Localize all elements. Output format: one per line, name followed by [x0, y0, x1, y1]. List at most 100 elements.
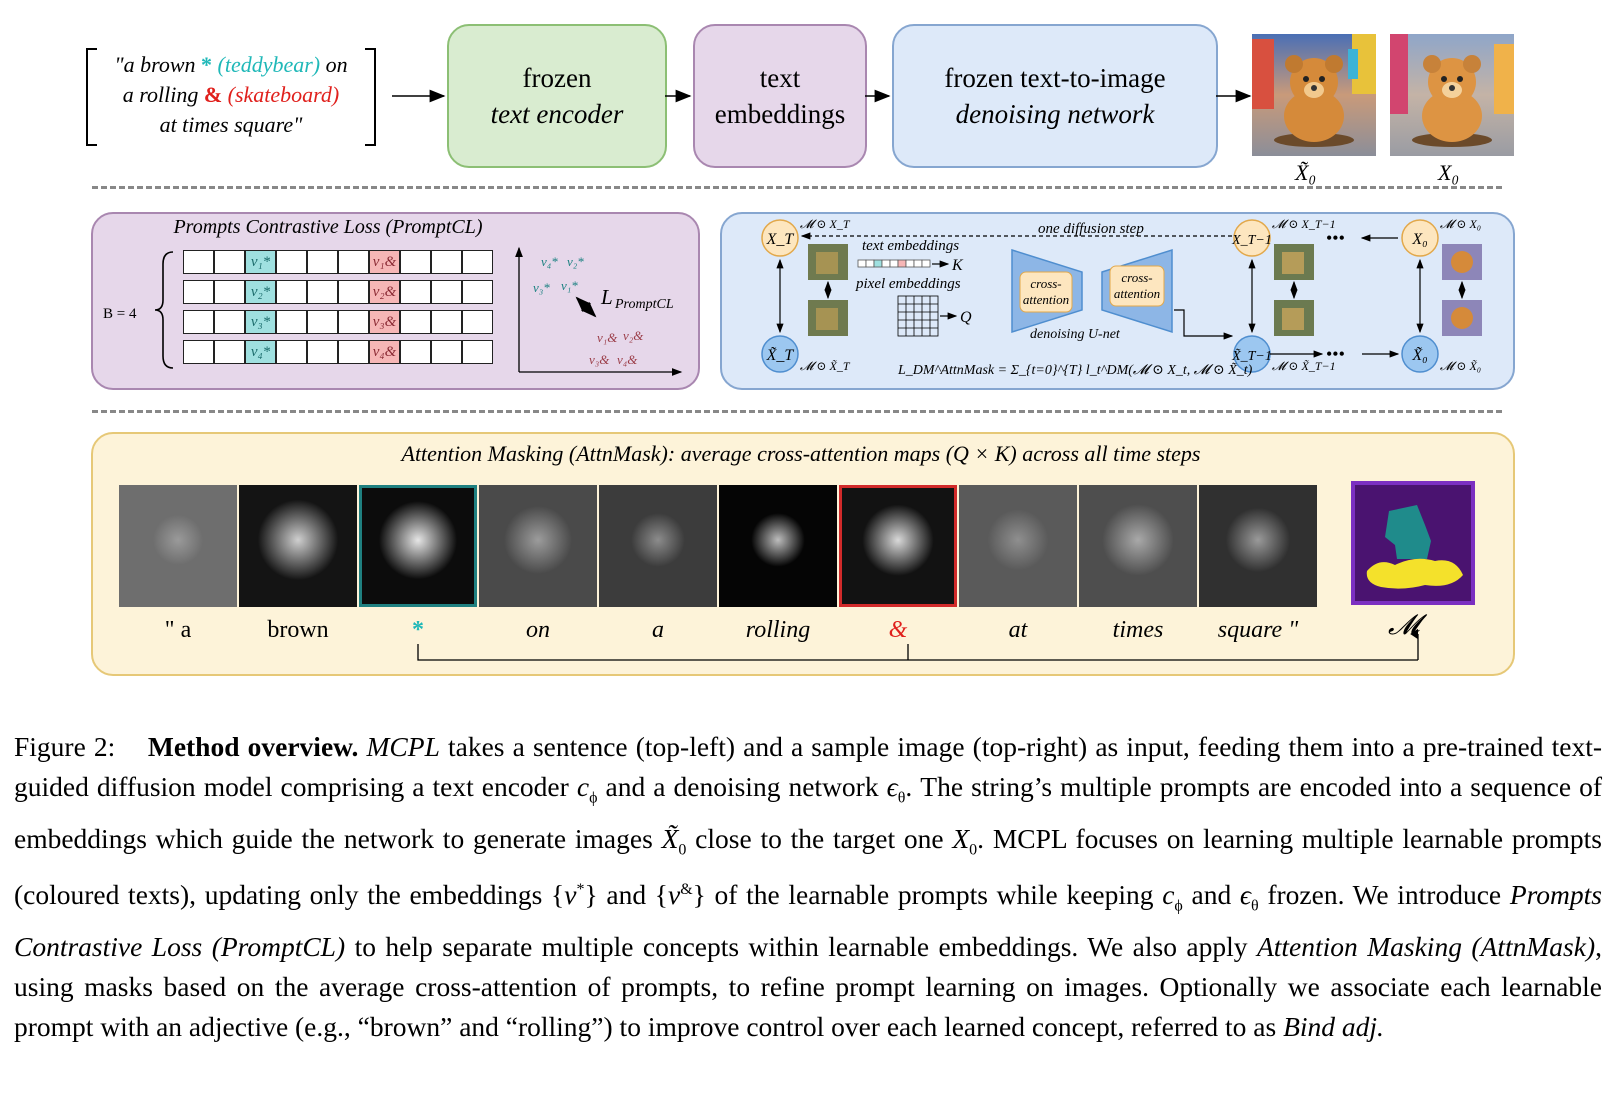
- diffusion-diagram: one diffusion step X_T X̃_T X_T−1 X̃_T−1…: [761, 217, 1482, 378]
- embedding-cell: [400, 340, 431, 364]
- embedding-cell: [214, 340, 245, 364]
- caption-x0-sub: 0: [969, 841, 978, 858]
- denoiser-label-2: denoising network: [955, 99, 1155, 129]
- embedding-cell: [400, 280, 431, 304]
- embedding-cell: [400, 250, 431, 274]
- embedding-cell: [276, 340, 307, 364]
- top-arrows: [392, 89, 1252, 103]
- prompt-line-2: a rolling & (skateboard): [122, 82, 340, 107]
- figure-number: Figure 2:: [14, 731, 116, 762]
- embedding-row: v₂* v₂&: [183, 280, 493, 304]
- cross-attn-2-l2: attention: [1114, 286, 1160, 301]
- embedding-matrix: v₁*v₁&v₂* v₂&v₃*v₃&v₄*v₄&: [183, 250, 493, 370]
- cross-attn-2-l1: cross-: [1121, 270, 1152, 285]
- embedding-row: v₄*v₄&: [183, 340, 493, 364]
- pixel-grid: [897, 295, 939, 337]
- scatter-label-star-3: v₃*: [533, 280, 550, 295]
- node-x0: [1401, 219, 1439, 257]
- cross-attn-1-l2: attention: [1023, 292, 1069, 307]
- diffusion-panel: one diffusion step X_T X̃_T X_T−1 X̃_T−1…: [720, 212, 1515, 390]
- caption-promptcl: Prompts Contrastive Loss (PromptCL): [14, 879, 1602, 962]
- embedding-cell: [307, 280, 338, 304]
- caption-text-8: and: [1182, 879, 1240, 911]
- embedding-cell: [183, 310, 214, 334]
- scatter-label-amp-2: v₂&: [623, 328, 644, 343]
- m-x0-tilde: 𝓜 ⊙ X̃₀: [1440, 359, 1481, 373]
- caption-text-5: . MCPL focuses on learning multiple lear…: [14, 822, 1603, 911]
- divider-2: [92, 410, 1502, 413]
- embedding-cell-amp: v₄&: [369, 340, 400, 364]
- node-xT1-label: X_T−1: [1231, 233, 1272, 248]
- promptcl-loss-label: L: [600, 285, 613, 309]
- node-xT1-tilde-label: X̃_T−1: [1231, 348, 1272, 364]
- attnmask-loss-formula: L_DM^AttnMask = Σ_{t=0}^{T} l_t^DM(𝓜 ⊙ X…: [897, 362, 1253, 378]
- attention-map-5: [719, 485, 837, 607]
- denoiser-label-1: frozen text-to-image: [944, 63, 1166, 93]
- node-xT-tilde: [761, 335, 799, 373]
- promptcl-panel: Prompts Contrastive Loss (PromptCL) B = …: [91, 212, 700, 390]
- caption-text-6: } and {: [584, 879, 668, 911]
- embedding-cell-star: v₂*: [245, 280, 276, 304]
- caption-v-star: v: [564, 879, 577, 911]
- embedding-cell: [338, 340, 369, 364]
- caption-eps-2: ϵ: [1239, 879, 1251, 911]
- attention-map-6: [839, 485, 957, 607]
- promptcl-loss-sub: PromptCL: [614, 297, 674, 312]
- embeddings-label-1: text: [759, 63, 801, 93]
- token-label-5: rolling: [745, 617, 811, 643]
- caption-bind-adj: Bind adj.: [1283, 1010, 1384, 1042]
- scatter-label-amp-3: v₃&: [589, 352, 610, 367]
- caption-theta-sub-2: θ: [1250, 897, 1259, 915]
- embedding-cell-star: v₁*: [245, 250, 276, 274]
- prompt-sentence: "a brown * (teddybear) on a rolling & (s…: [86, 48, 376, 146]
- embedding-cell: [400, 310, 431, 334]
- embedding-cell: [276, 280, 307, 304]
- caption-star-sup: *: [576, 881, 585, 898]
- embedding-cell: [462, 250, 493, 274]
- embedding-cell: [462, 280, 493, 304]
- token-label-1: brown: [267, 617, 329, 643]
- embedding-cell-star: v₃*: [245, 310, 276, 334]
- caption-text-4: close to the target one: [686, 822, 953, 854]
- embedding-row: v₃*v₃&: [183, 310, 493, 334]
- embedding-cell: [214, 310, 245, 334]
- embedding-cell: [431, 340, 462, 364]
- token-label-8: times: [1112, 617, 1164, 643]
- embedding-cell: [276, 250, 307, 274]
- encoder-label-1: frozen: [522, 63, 592, 93]
- token-label-2: *: [412, 617, 424, 643]
- attention-map-7: [959, 485, 1077, 607]
- node-x0-tilde-label: X̃₀: [1411, 346, 1427, 364]
- caption-phi-sub: ϕ: [589, 789, 598, 807]
- mask-connector: [417, 628, 1419, 661]
- pixel-emb-label: pixel embeddings: [855, 276, 961, 292]
- target-image-label: X₀: [1438, 160, 1460, 185]
- embedding-cell: [307, 310, 338, 334]
- combined-mask: [1351, 481, 1475, 605]
- embeddings-label-2: embeddings: [714, 99, 846, 129]
- caption-text-1: takes a sentence (top-left) and a sample…: [14, 731, 1603, 802]
- embedding-cell: [462, 340, 493, 364]
- embedding-row: v₁*v₁&: [183, 250, 493, 274]
- embedding-cell-amp: v₂&: [369, 280, 400, 304]
- embedding-cell: [183, 280, 214, 304]
- attnmask-title: Attention Masking (AttnMask): average cr…: [401, 441, 1201, 466]
- caption-text-11: , using masks based on the average cross…: [14, 930, 1602, 1042]
- caption-amp-sup: &: [680, 881, 693, 898]
- embedding-cell: [183, 250, 214, 274]
- attention-map-1: [239, 485, 357, 607]
- cross-attn-1-l1: cross-: [1030, 276, 1061, 291]
- caption-c-phi: c: [576, 771, 590, 802]
- left-bracket: [86, 48, 97, 146]
- token-label-4: a: [652, 617, 664, 643]
- frozen-text-encoder-box: frozen text encoder: [447, 24, 667, 168]
- scatter-label-star-2: v₂*: [567, 254, 584, 269]
- attention-map-4: [599, 485, 717, 607]
- caption-text-3: . The string’s multiple prompts are enco…: [14, 771, 1602, 854]
- one-step-label: one diffusion step: [1038, 221, 1144, 237]
- right-bracket: [365, 48, 376, 146]
- caption-x0-tilde: X̃: [661, 822, 679, 854]
- m-xT: 𝓜 ⊙ X_T: [800, 217, 851, 231]
- node-xT-label: X_T: [766, 231, 795, 248]
- node-xT-tilde-label: X̃_T: [766, 346, 795, 364]
